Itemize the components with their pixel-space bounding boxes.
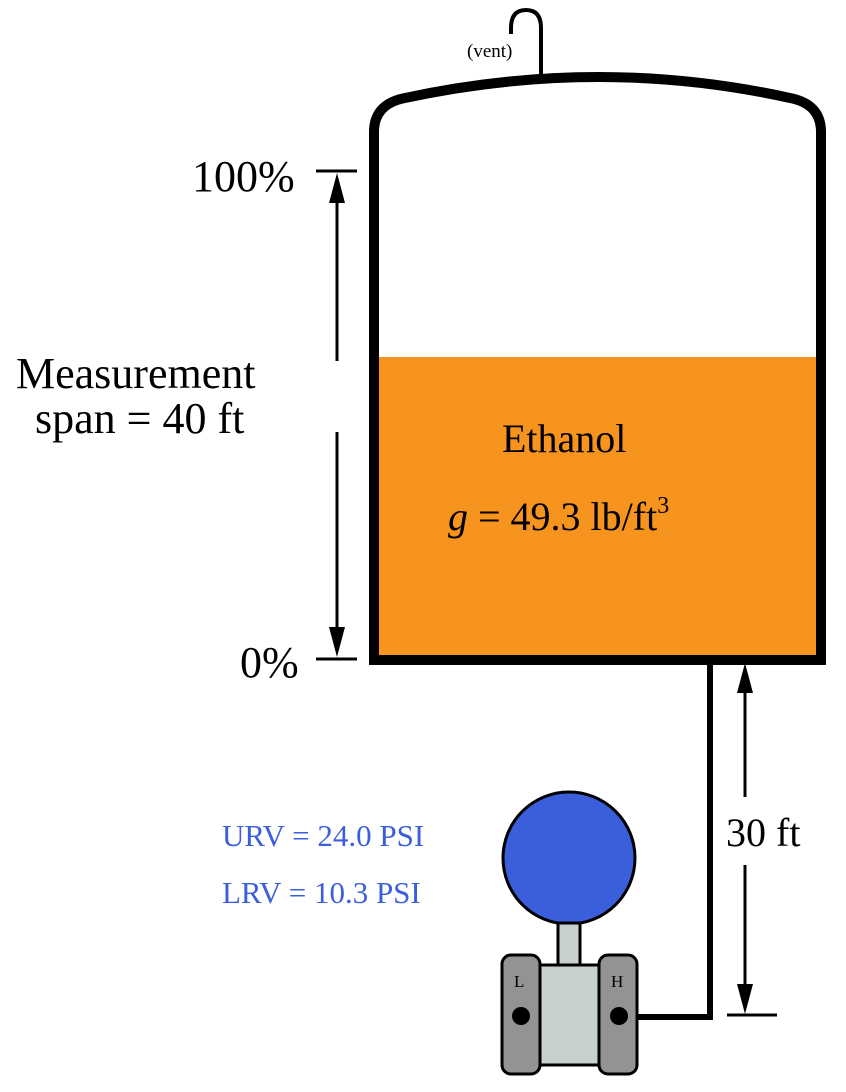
impulse-line bbox=[621, 662, 713, 1020]
transmitter-neck bbox=[556, 921, 582, 969]
high-port-label: H bbox=[611, 972, 623, 991]
lrv-label: LRV = 10.3 PSI bbox=[222, 875, 421, 910]
transmitter-head bbox=[501, 790, 637, 926]
density-symbol: g bbox=[448, 494, 468, 539]
low-port bbox=[512, 1007, 530, 1025]
measurement-span-line2: span = 40 ft bbox=[35, 394, 244, 443]
urv-label: URV = 24.0 PSI bbox=[222, 818, 424, 853]
vent-pipe bbox=[509, 7, 543, 74]
measurement-span-line1: Measurement bbox=[16, 349, 255, 398]
tank-vessel bbox=[369, 72, 826, 665]
liquid-name: Ethanol bbox=[502, 416, 626, 461]
density-exponent: 3 bbox=[657, 493, 669, 519]
low-port-label: L bbox=[514, 972, 524, 991]
high-port bbox=[610, 1007, 628, 1025]
ethanol-liquid bbox=[378, 357, 821, 656]
top-percent-label: 100% bbox=[192, 152, 295, 201]
transmitter-body bbox=[535, 963, 605, 1067]
pressure-transmitter: L H bbox=[500, 790, 639, 1076]
span-dimension-arrow bbox=[329, 173, 345, 657]
vent-label: (vent) bbox=[467, 41, 512, 62]
elevation-label: 30 ft bbox=[726, 810, 800, 855]
bottom-percent-label: 0% bbox=[240, 638, 299, 687]
elevation-dimension-arrow bbox=[727, 663, 777, 1017]
density-value: = 49.3 lb/ft bbox=[468, 494, 657, 539]
liquid-density: g = 49.3 lb/ft3 bbox=[448, 493, 669, 539]
